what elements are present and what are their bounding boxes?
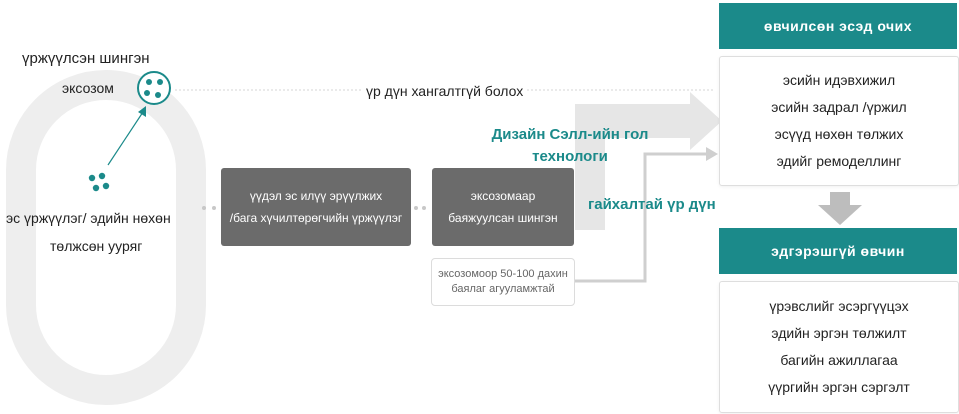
header-incurable-disease: эдгэрэшгүй өвчин [719, 228, 957, 274]
header-diseased-cells: өвчилсөн эсэд очих [719, 3, 957, 49]
note-line2: баялаг агууламжтай [451, 283, 555, 295]
down-arrow [818, 192, 862, 225]
tech-line2: технологи [532, 148, 608, 165]
step2-line2: баяжуулсан шингэн [448, 211, 558, 225]
list-item: багийн ажиллагаа [780, 352, 898, 368]
tech-label: Дизайн Сэлл-ийн гол технологи [470, 124, 670, 168]
tech-line1: Дизайн Сэлл-ийн гол [491, 126, 649, 143]
list-item: эдийн эргэн төлжилт [771, 325, 907, 341]
cell-dot-3 [92, 184, 100, 192]
list-diseased-cells: эсийн идэвхижил эсийн задрал /үржил эсүү… [719, 56, 959, 186]
list-incurable-disease: үрэвслийг эсэргүүцэх эдийн эргэн төлжилт… [719, 281, 959, 413]
result-label: гайхалтай үр дүн [588, 196, 716, 213]
list-item: эсийн задрал /үржил [771, 99, 907, 115]
list-item: үүргийн эргэн сэргэлт [768, 379, 910, 395]
top-line-label: үр дүн хангалтгүй болох [362, 83, 528, 99]
exosome-label-line1: үржүүлсэн шингэн [22, 50, 150, 67]
cell-label-line2: төлжсөн ууряг [50, 238, 143, 254]
exosome-dot-2 [157, 79, 163, 85]
list-item: эсийн идэвхижил [782, 72, 896, 88]
cell-dot-4 [102, 182, 110, 190]
dot-b2 [422, 206, 426, 210]
exosome-dot-1 [146, 79, 152, 85]
up-arrow-line [107, 111, 144, 166]
cell-dot-1 [88, 174, 96, 182]
list-item: үрэвслийг эсэргүүцэх [769, 298, 909, 314]
dot-b1 [414, 206, 418, 210]
exosome-dot-4 [155, 92, 161, 98]
note-connector-head [706, 147, 718, 161]
cell-label-line1: эс үржүүлэг/ эдийн нөхөн [6, 210, 171, 226]
exosome-label-line2: эксозом [62, 80, 114, 96]
dot-a2 [212, 206, 216, 210]
step1-line2: /бага хүчилтөрөгчийн үржүүлэг [229, 211, 403, 225]
note-connector [575, 152, 708, 283]
big-grey-arrow [575, 92, 722, 230]
step1-line1: үүдэл эс илүү эрүүлжих [249, 189, 383, 203]
up-arrow-head [138, 106, 146, 117]
cell-dot-2 [98, 172, 106, 180]
exosome-circle [137, 71, 171, 105]
list-item: эсүүд нөхөн төлжих [774, 126, 904, 142]
step-box-exosome-fluid: эксозомаар баяжуулсан шингэн [432, 168, 574, 246]
dot-a1 [202, 206, 206, 210]
list-item: эдийг ремоделлинг [776, 153, 902, 169]
step2-line1: эксозомаар [470, 189, 536, 203]
step-box-stem-cell: үүдэл эс илүү эрүүлжих /бага хүчилтөрөгч… [221, 168, 411, 246]
note-line1: эксозомоор 50-100 дахин [438, 268, 568, 280]
exosome-dot-3 [144, 90, 150, 96]
note-box: эксозомоор 50-100 дахин баялаг агууламжт… [431, 258, 575, 306]
